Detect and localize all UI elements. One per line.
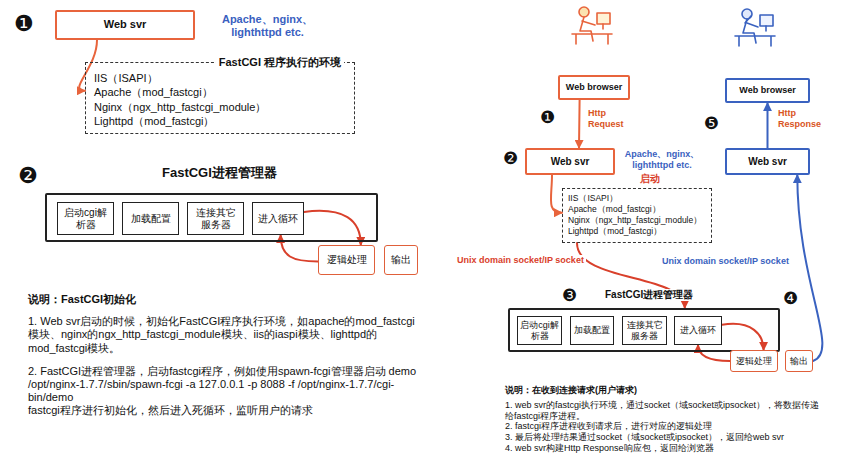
manager-box: FastCGI进程管理器启动cgi解析器加载配置连接其它服务器进入循环 — [45, 193, 378, 242]
callout-number: ❺ — [704, 115, 719, 132]
environment-box: IIS（ISAPI）Apache（mod_fastcgi）Nginx（ngx_h… — [562, 188, 712, 243]
box-text: Web browser — [566, 82, 622, 93]
box-heading: FastCGI 程序执行的环境 — [216, 55, 344, 69]
server-box: Web svr — [725, 148, 810, 175]
note-text: fastcgi程序进行初始化，然后进入死循环，监听用户的请求 — [28, 404, 420, 417]
browser-box: Web browser — [725, 78, 810, 103]
flow-arrow — [578, 100, 581, 148]
step-box: 加载配置 — [122, 202, 179, 235]
connector-label: Unix domain socket/IP socket — [455, 255, 586, 266]
server-box: Web svr — [525, 148, 615, 175]
box-text: Lighttpd（mod_fastcgi） — [94, 114, 214, 128]
user-icon — [572, 7, 612, 44]
box-heading: FastCGI进程管理器 — [159, 165, 280, 181]
box-text: Nginx（ngx_http_fastcgi_module） — [94, 100, 266, 114]
note-text: 2. fastcgi程序进程收到请求后，进行对应的逻辑处理 — [505, 421, 827, 432]
step-box: 连接其它服务器 — [187, 202, 244, 235]
box-text: 连接其它服务器 — [191, 207, 240, 231]
flow-label: Http Response — [778, 108, 832, 130]
flow-arrow — [698, 345, 730, 361]
notes-heading: 说明：在收到连接请求(用户请求) — [505, 385, 827, 396]
flow-arrow — [551, 175, 562, 213]
callout-number: ❶ — [14, 13, 34, 35]
box-text: 启动cgi解析器 — [520, 320, 559, 342]
flow-arrow — [767, 103, 769, 148]
notes-column: 说明：在收到连接请求(用户请求) 1. web svr的fastcgi执行环境，通… — [505, 385, 827, 454]
output-box: 输出 — [384, 245, 418, 275]
box-text: Lighttpd（mod_fastcgi） — [568, 226, 662, 237]
environment-box: FastCGI 程序执行的环境IIS（ISAPI）Apache（mod_fast… — [85, 62, 355, 134]
flow-arrow — [281, 235, 318, 262]
note-text: 4. web svr构建Http Response响应包，返回给浏览器 — [505, 443, 827, 454]
notes-column: 说明：FastCGI初始化 1. Web svr启动的时候，初始化FastCGI程… — [28, 293, 420, 418]
box-text: 加载配置 — [131, 213, 171, 225]
box-text: Web svr — [104, 18, 147, 31]
note-text: 1. web svr的fastcgi执行环境，通过socket（域socket或… — [505, 400, 827, 422]
box-text: Apache（mod_fastcgi） — [94, 85, 213, 99]
flow-arrow — [797, 175, 822, 361]
note-text: 1. Web svr启动的时候，初始化FastCGI程序执行环境，如apache… — [28, 315, 420, 355]
box-text: 连接其它服务器 — [625, 320, 664, 342]
flow-arrow — [722, 324, 764, 350]
output-box: 输出 — [785, 350, 813, 372]
server-examples: Apache、nginx、 lighthttpd etc. — [620, 149, 704, 171]
server-examples: Apache、nginx、 lighthttpd etc. — [210, 13, 325, 39]
box-heading: FastCGI进程管理器 — [602, 289, 696, 301]
browser-box: Web browser — [558, 75, 630, 100]
flow-arrow — [304, 211, 361, 245]
step-box: 加载配置 — [570, 316, 614, 345]
flow-label: Http Request — [588, 108, 634, 130]
step-box: 连接其它服务器 — [622, 316, 667, 345]
box-text: Web svr — [551, 156, 590, 168]
callout-number: ❸ — [562, 287, 577, 304]
box-text: 进入循环 — [258, 213, 298, 225]
box-text: IIS（ISAPI） — [568, 193, 618, 204]
box-text: 逻辑处理 — [327, 254, 367, 266]
callout-number: ❷ — [18, 165, 38, 187]
server-box: Web svr — [55, 10, 195, 40]
box-text: 加载配置 — [574, 325, 610, 336]
box-text: 启动cgi解析器 — [61, 207, 110, 231]
box-text: IIS（ISAPI） — [94, 71, 158, 85]
step-box: 启动cgi解析器 — [57, 202, 114, 235]
step-box: 进入循环 — [252, 202, 304, 235]
command-text: /opt/nginx-1.7.7/sbin/spawn-fcgi -a 127.… — [28, 378, 420, 404]
step-box: 进入循环 — [674, 316, 722, 345]
notes-heading: 说明：FastCGI初始化 — [28, 293, 420, 306]
callout-number: ❷ — [503, 150, 518, 167]
box-text: Apache（mod_fastcgi） — [568, 204, 661, 215]
box-text: 输出 — [790, 356, 808, 367]
connector-label: Unix domain socket/IP socket — [660, 256, 791, 267]
box-text: Web browser — [739, 85, 795, 96]
flow-label: 启动 — [640, 173, 660, 185]
step-box: 启动cgi解析器 — [517, 316, 562, 345]
box-text: 逻辑处理 — [736, 356, 772, 367]
box-text: 输出 — [391, 254, 411, 266]
box-text: Nginx（ngx_http_fastcgi_module） — [568, 215, 702, 226]
callout-number: ❹ — [783, 290, 798, 307]
note-text: 2. FastCGI进程管理器，启动fastcgi程序，例如使用spawn-fc… — [28, 365, 420, 378]
callout-number: ❶ — [540, 109, 555, 126]
note-text: 3. 最后将处理结果通过socket（域socket或ipsocket），返回给… — [505, 432, 827, 443]
manager-box: FastCGI进程管理器启动cgi解析器加载配置连接其它服务器进入循环 — [508, 308, 780, 352]
box-text: Web svr — [748, 156, 787, 168]
user-icon — [735, 9, 775, 46]
process-box: 逻辑处理 — [318, 245, 375, 275]
box-text: 进入循环 — [680, 325, 716, 336]
process-box: 逻辑处理 — [730, 350, 778, 372]
